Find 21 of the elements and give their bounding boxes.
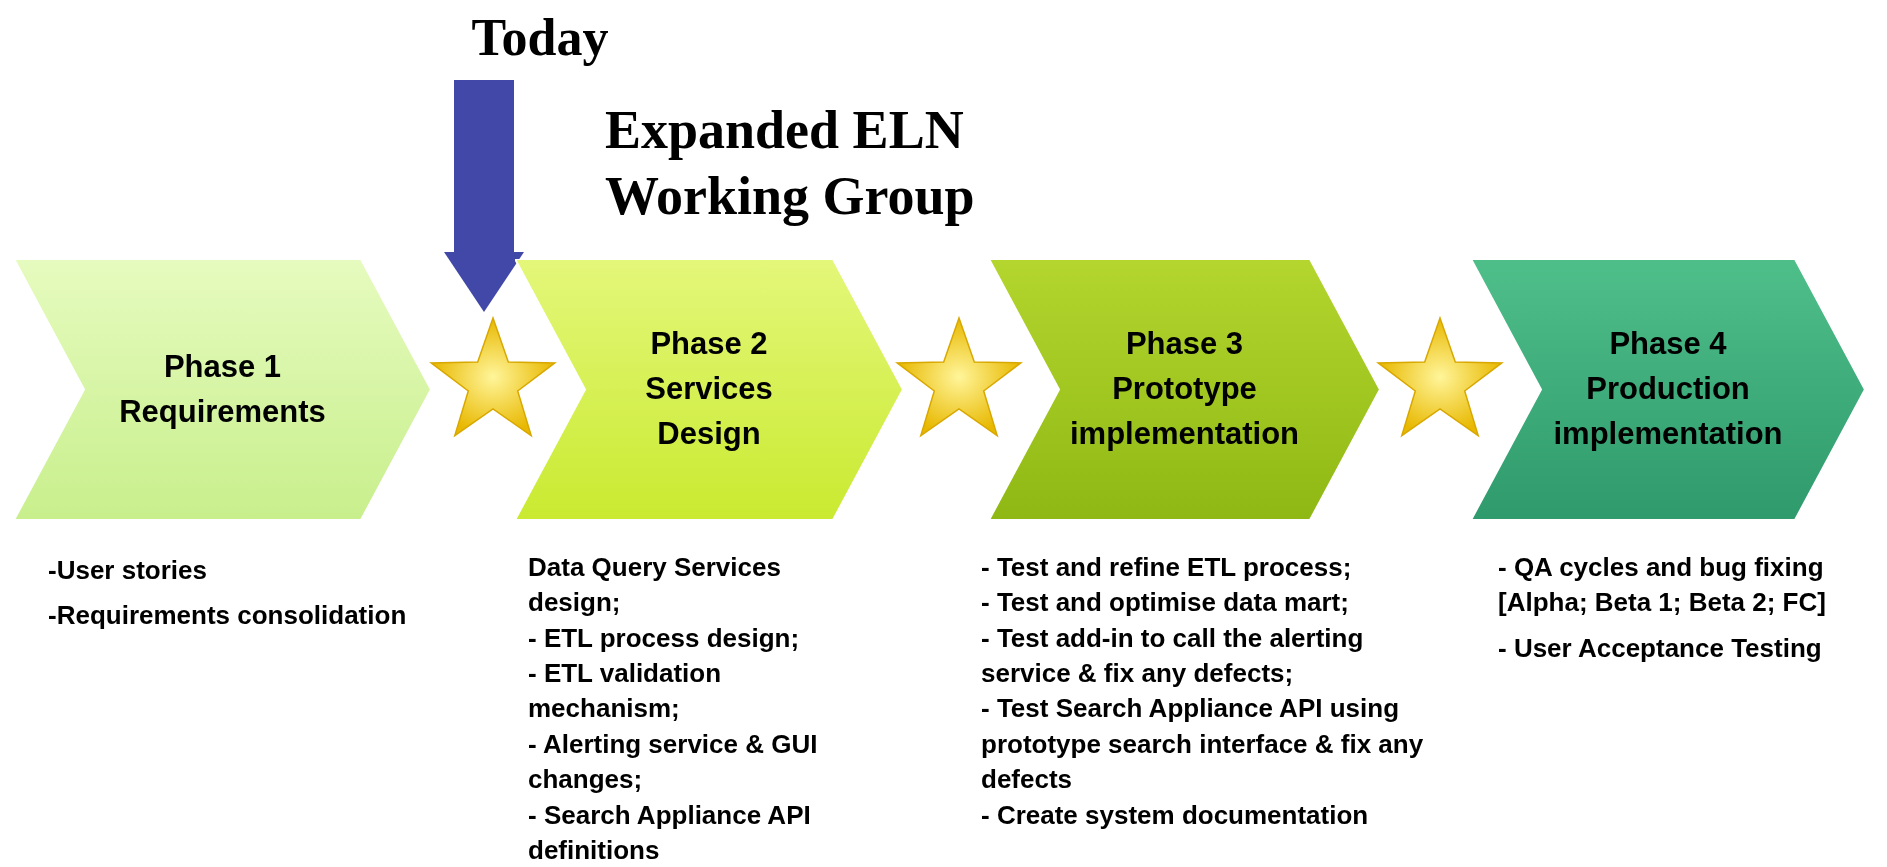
- arrow: [444, 80, 524, 312]
- process-step: Phase 1 Requirements: [14, 259, 431, 520]
- process-step: Phase 3 Prototype implementation: [989, 259, 1380, 520]
- phase-task: - Alerting service & GUI changes;: [528, 727, 819, 797]
- phase-task: - ETL validation mechanism;: [528, 657, 723, 726]
- phase-task: Data Query Services design;: [528, 551, 782, 620]
- group-label: Expanded ELN Working Group: [605, 99, 976, 228]
- phase-task: - User Acceptance Testing: [1498, 631, 1823, 665]
- phase-task: - Test and optimise data mart;: [981, 586, 1350, 620]
- process-step: Phase 4 Production implementation: [1471, 259, 1865, 520]
- process-step: Phase 2 Services Design: [515, 259, 903, 520]
- phase-task: - Test Search Appliance API using prototype search interface & fix any defects: [981, 692, 1425, 797]
- phase-task: - Search Appliance API definitions: [528, 798, 812, 867]
- phase-task: - Test and refine ETL process;: [981, 551, 1353, 584]
- phase-task: - Test add-in to call the alerting service & fix any defects;: [981, 621, 1365, 691]
- marker-label: Today: [440, 8, 640, 70]
- phase-task: -Requirements consolidation: [48, 599, 408, 633]
- phase-task: -User stories: [48, 554, 208, 587]
- phase-task: - Create system documentation: [981, 798, 1370, 832]
- phase-task: - QA cycles and bug fixing [Alpha; Beta 1; Beta 2; FC]: [1498, 551, 1827, 620]
- phase-task: - ETL process design;: [528, 621, 801, 655]
